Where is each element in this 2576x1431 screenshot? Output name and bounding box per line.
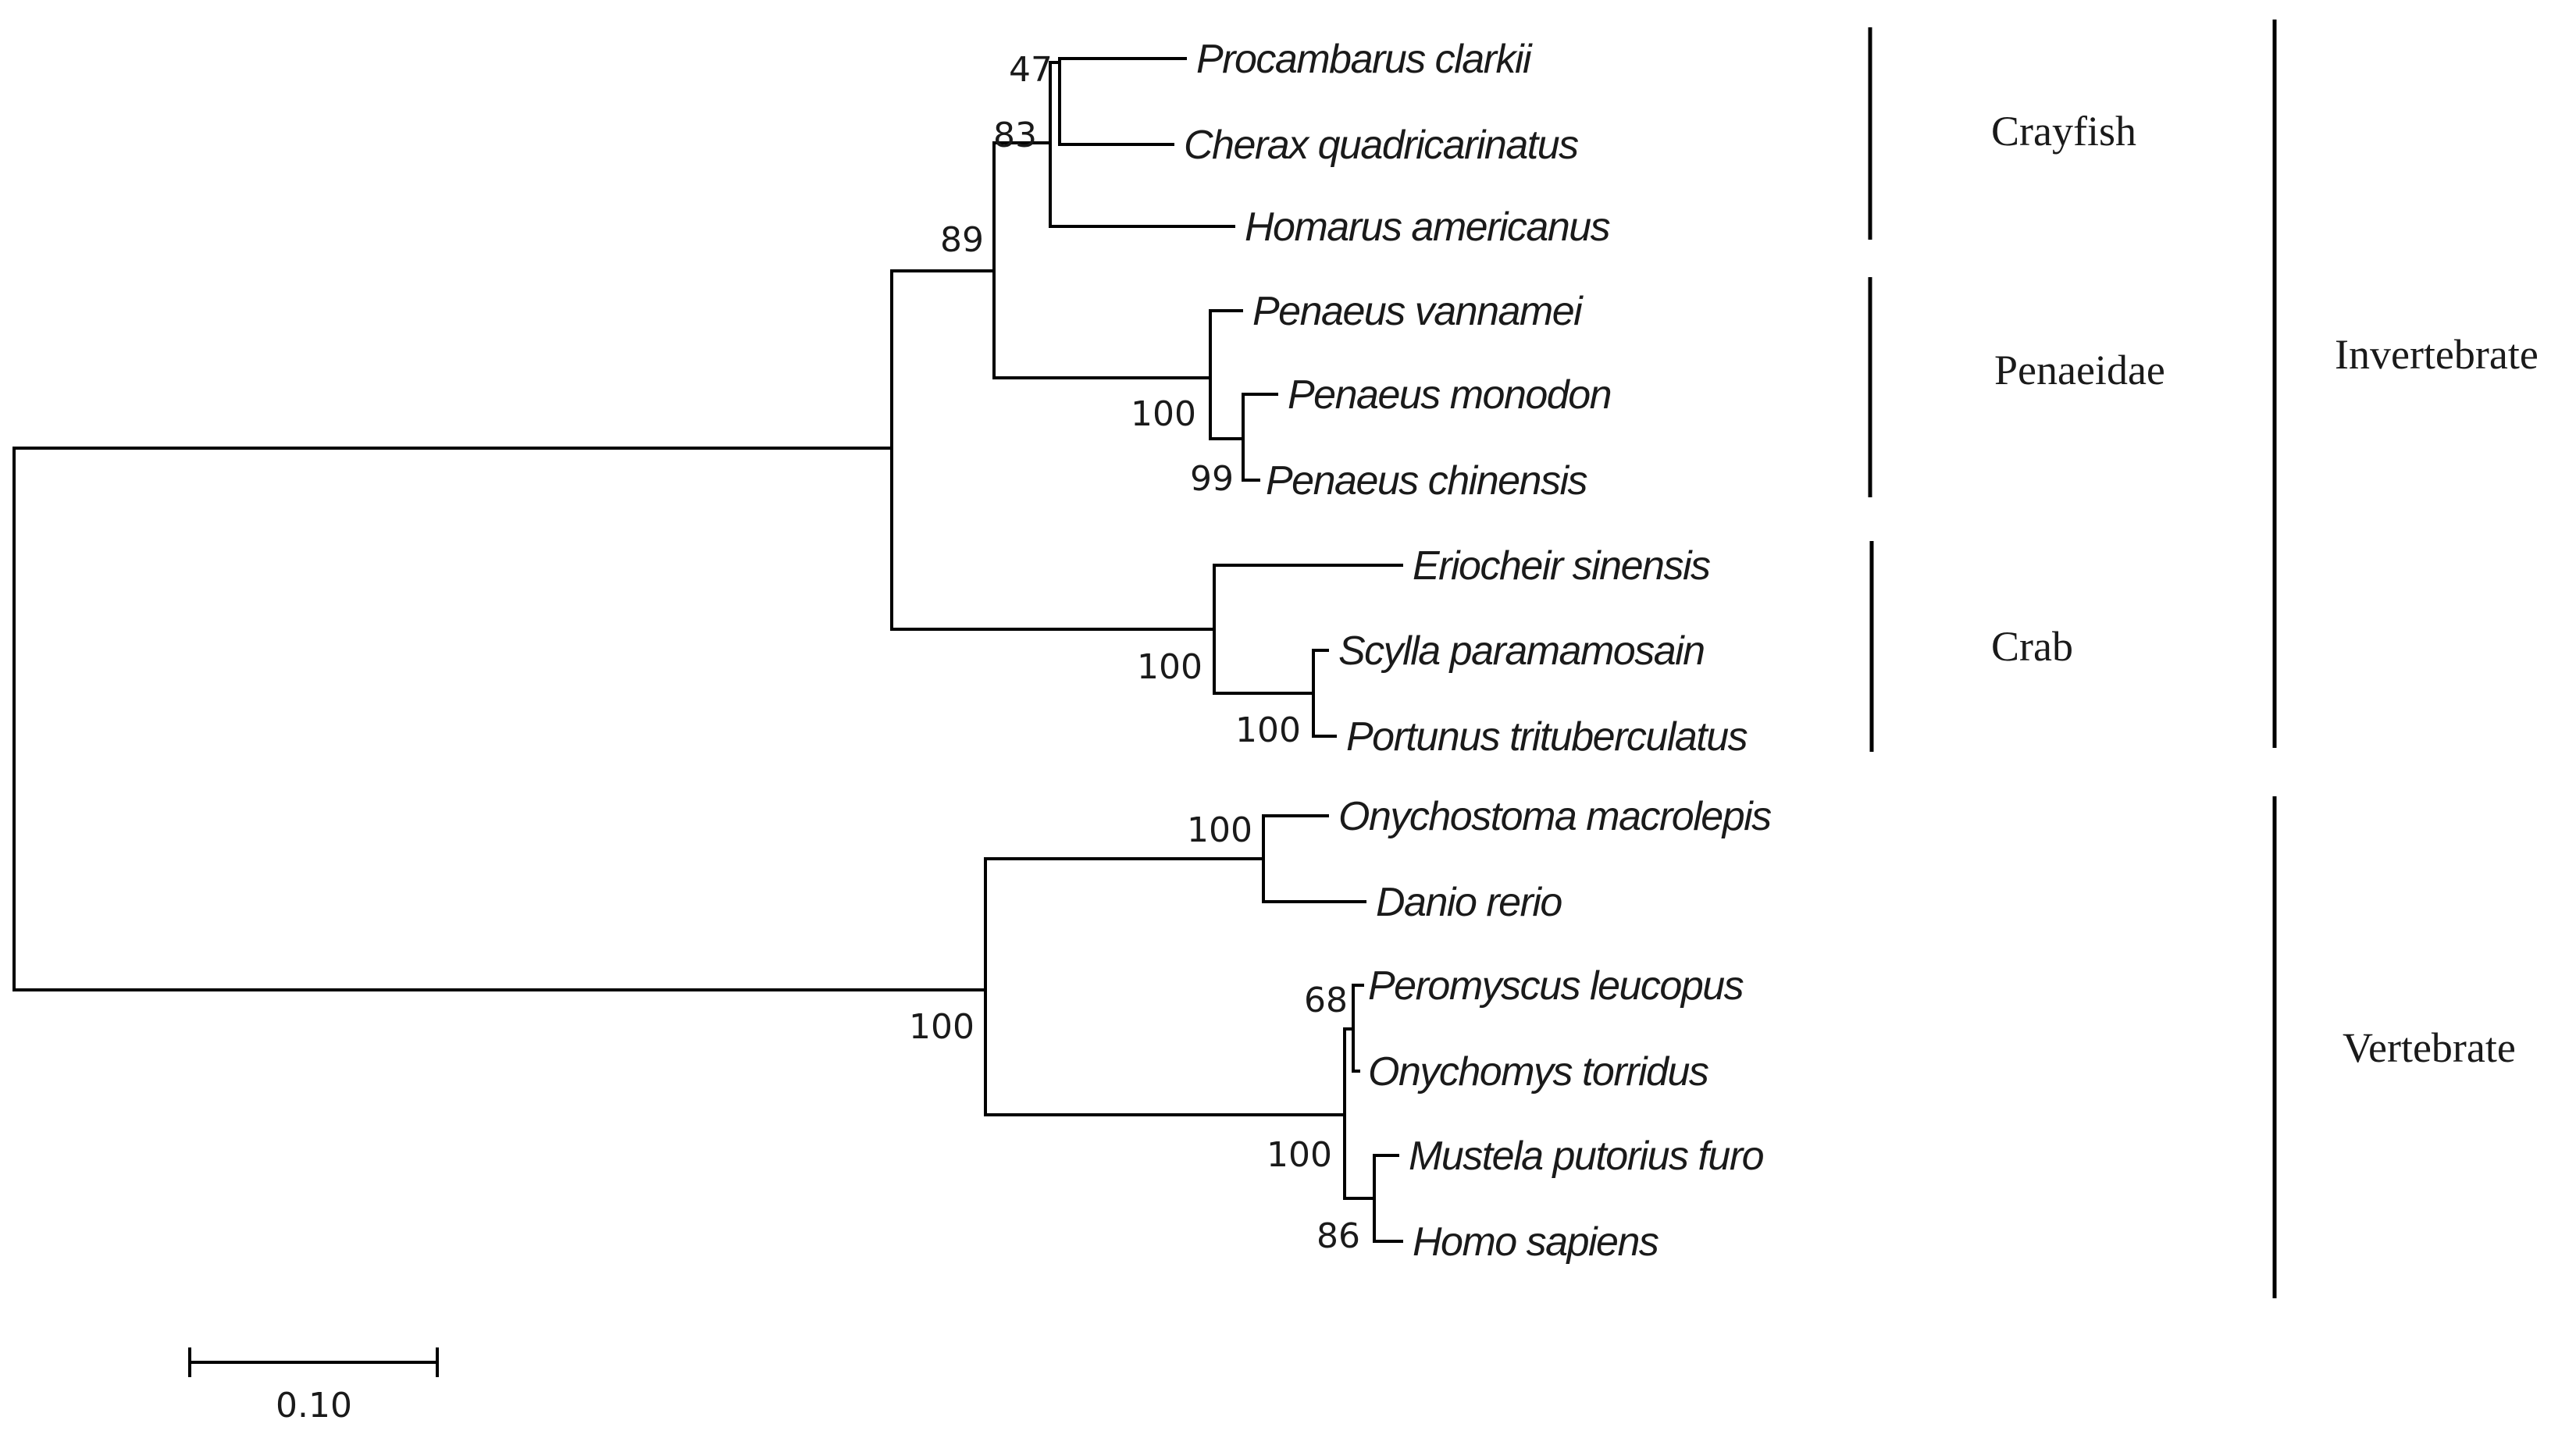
taxon-label: Scylla paramamosain xyxy=(1338,628,1705,674)
group-label-crayfish: Crayfish xyxy=(1991,108,2136,155)
group-label-penaeidae: Penaeidae xyxy=(1994,347,2165,393)
taxon-labels: Procambarus clarkii Cherax quadricarinat… xyxy=(1184,37,1773,1265)
taxon-label: Cherax quadricarinatus xyxy=(1184,123,1578,168)
bootstrap-values: 47 83 89 100 99 100 100 100 100 68 100 8… xyxy=(909,50,1360,1256)
bootstrap-label: 100 xyxy=(1131,394,1196,434)
tree-branches xyxy=(12,57,1403,1243)
group-label-vertebrate: Vertebrate xyxy=(2343,1024,2516,1071)
bootstrap-label: 99 xyxy=(1190,459,1234,499)
scale-bar-line xyxy=(188,1347,439,1377)
taxon-label: Eriocheir sinensis xyxy=(1413,543,1710,589)
bootstrap-label: 100 xyxy=(1267,1135,1332,1175)
taxon-label: Onychostoma macrolepis xyxy=(1338,794,1771,839)
bootstrap-label: 83 xyxy=(993,116,1037,155)
scale-bar-label: 0.10 xyxy=(276,1386,352,1426)
bootstrap-label: 68 xyxy=(1304,981,1348,1020)
bootstrap-label: 89 xyxy=(940,220,984,260)
group-brackets xyxy=(1868,20,2277,1298)
taxon-label: Homarus americanus xyxy=(1245,205,1610,250)
taxon-label: Onychomys torridus xyxy=(1368,1049,1708,1095)
bootstrap-label: 100 xyxy=(909,1007,974,1047)
taxon-label: Homo sapiens xyxy=(1413,1219,1659,1265)
taxon-label: Portunus trituberculatus xyxy=(1346,714,1748,760)
scale-bar: 0.10 xyxy=(188,1347,439,1426)
bootstrap-label: 86 xyxy=(1317,1216,1360,1256)
taxon-label: Peromyscus leucopus xyxy=(1368,963,1744,1009)
group-labels: Crayfish Penaeidae Crab Invertebrate Ver… xyxy=(1991,108,2539,1071)
taxon-label: Penaeus vannamei xyxy=(1252,289,1584,334)
bootstrap-label: 100 xyxy=(1235,710,1301,750)
taxon-label: Penaeus chinensis xyxy=(1266,458,1587,504)
bootstrap-label: 47 xyxy=(1009,50,1053,90)
taxon-label: Mustela putorius furo xyxy=(1409,1134,1764,1179)
taxon-label: Danio rerio xyxy=(1376,880,1562,925)
bootstrap-label: 100 xyxy=(1187,810,1252,850)
taxon-label: Penaeus monodon xyxy=(1288,372,1611,418)
group-label-crab: Crab xyxy=(1991,623,2073,670)
bootstrap-label: 100 xyxy=(1137,647,1202,687)
taxon-label: Procambarus clarkii xyxy=(1196,37,1533,82)
group-label-invertebrate: Invertebrate xyxy=(2335,331,2539,378)
